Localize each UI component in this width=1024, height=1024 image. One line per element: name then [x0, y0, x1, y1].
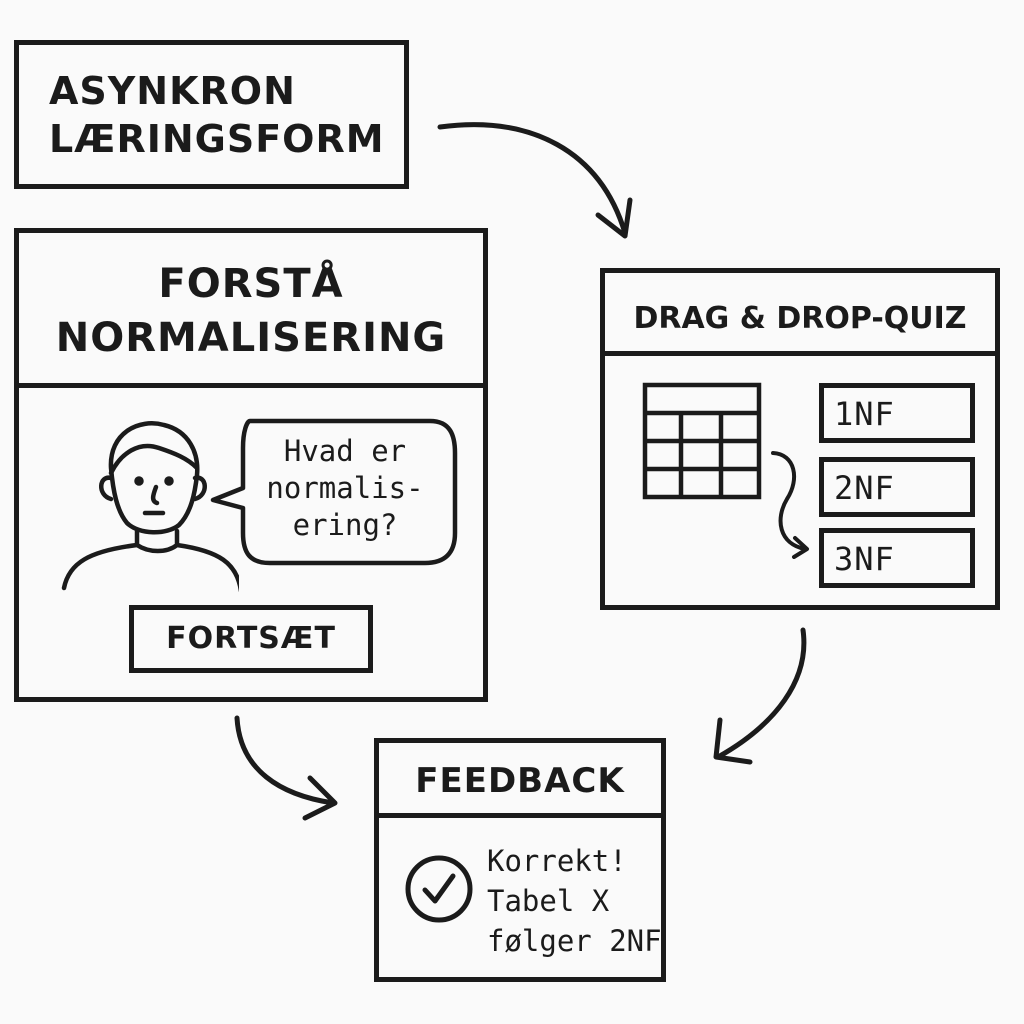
speech-line-2: normalis-	[266, 471, 424, 505]
lesson-title-line-2: NORMALISERING	[55, 315, 447, 361]
quiz-card: DRAG & DROP-QUIZ 1NF 2NF 3NF	[600, 268, 1000, 610]
feedback-line-3: følger 2NF	[487, 924, 662, 958]
speech-line-1: Hvad er	[283, 434, 407, 468]
lesson-title-line-1: FORSTÅ	[158, 261, 344, 307]
quiz-divider	[605, 351, 995, 356]
feedback-title: FEEDBACK	[415, 761, 625, 801]
continue-button[interactable]: FORTSÆT	[129, 605, 373, 673]
option-1nf[interactable]: 1NF	[819, 383, 975, 443]
arrow-lesson-to-feedback	[234, 715, 338, 821]
quiz-title: DRAG & DROP-QUIZ	[633, 301, 967, 336]
option-2nf[interactable]: 2NF	[819, 457, 975, 517]
person-icon	[61, 421, 239, 593]
title-line-2: LÆRINGSFORM	[49, 117, 385, 161]
feedback-card: FEEDBACK Korrekt! Tabel X følger 2NF	[374, 738, 666, 982]
feedback-message: Korrekt! Tabel X følger 2NF	[487, 841, 662, 961]
arrow-quiz-to-feedback	[713, 627, 807, 765]
feedback-divider	[379, 813, 661, 818]
speech-text: Hvad er normalis- ering?	[245, 433, 445, 544]
feedback-line-2: Tabel X	[487, 884, 610, 918]
checkmark-circle-icon	[405, 855, 473, 923]
option-1nf-label: 1NF	[834, 395, 895, 433]
option-3nf-label: 3NF	[834, 540, 895, 578]
lesson-card: FORSTÅ NORMALISERING Hvad er normalis- e…	[14, 228, 488, 702]
arrow-title-to-quiz	[437, 122, 633, 239]
option-2nf-label: 2NF	[834, 469, 895, 507]
table-grid-icon[interactable]	[641, 381, 765, 503]
option-3nf[interactable]: 3NF	[819, 528, 975, 588]
lesson-divider	[19, 383, 483, 388]
feedback-line-1: Korrekt!	[487, 844, 627, 878]
drag-arrow-icon	[771, 451, 809, 559]
title-line-1: ASYNKRON	[49, 69, 296, 113]
title-box: ASYNKRON LÆRINGSFORM	[14, 40, 409, 189]
continue-button-label: FORTSÆT	[166, 621, 336, 656]
speech-bubble	[210, 418, 458, 566]
speech-line-3: ering?	[292, 508, 398, 542]
